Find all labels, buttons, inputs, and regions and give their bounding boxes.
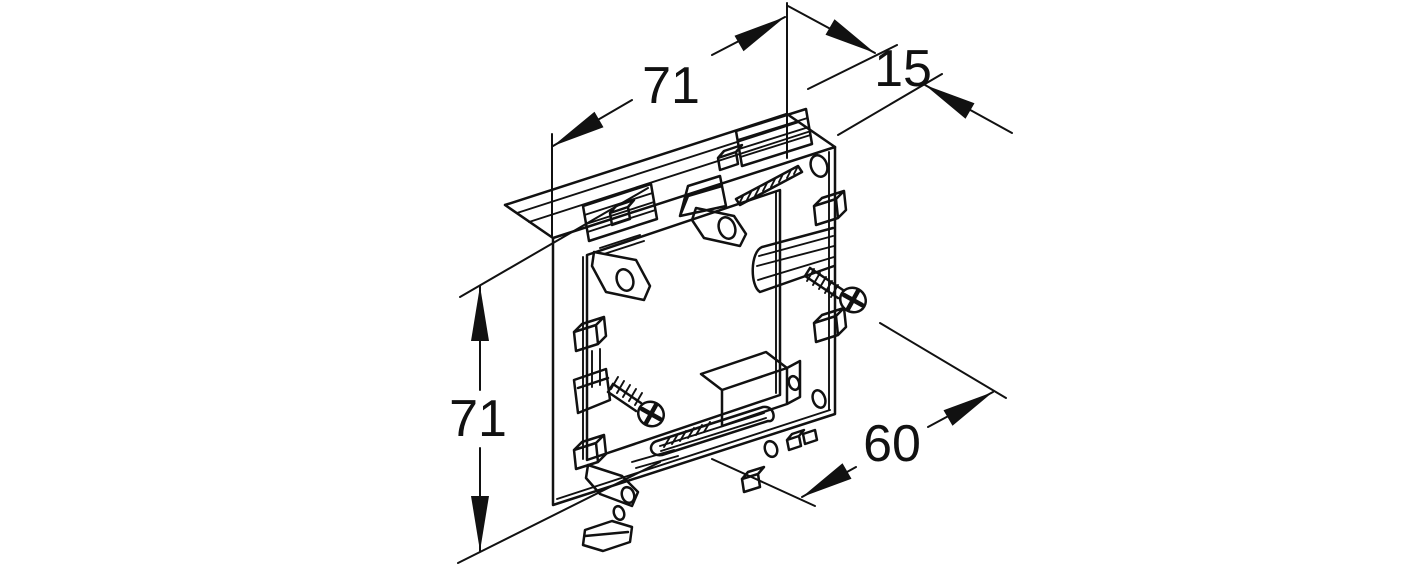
box-opening-outline [585, 188, 782, 462]
left-clip-lower [572, 433, 608, 471]
extension-line-spacing-lower [711, 458, 816, 507]
bottom-flange-slots [631, 449, 679, 469]
dimension-label-height-left: 71 [449, 390, 507, 448]
top-rail-mid-lines [516, 121, 812, 223]
bottom-right-tab-2 [801, 428, 819, 446]
screw-boss-right-ribs [756, 235, 835, 281]
dim-arrow-spacing-upper [943, 392, 993, 426]
dimension-height-left: 71 [449, 187, 661, 564]
dimension-width-top: 71 [551, 2, 788, 237]
left-clip-arm [591, 348, 601, 388]
extension-line-height-top [459, 187, 649, 298]
screw-left-thread [610, 376, 643, 406]
interior-block-faces [699, 350, 802, 428]
claw-arm-right-hole [717, 216, 737, 240]
top-flange-notch [678, 174, 728, 218]
interior-block-hole [787, 374, 801, 392]
screw-boss-bottom-hole [763, 439, 779, 459]
top-claw-left-ribs [583, 192, 657, 233]
top-flange-slots [599, 234, 645, 255]
dim-arrow-height-bottom [471, 496, 489, 551]
extension-line-spacing-upper [879, 322, 1007, 399]
screw-right [803, 266, 868, 314]
dimension-screw-spacing: 60 [711, 322, 1007, 507]
top-screw-channel-outline [734, 164, 804, 207]
dim-arrow-depth-left [825, 19, 875, 53]
screw-left [606, 376, 666, 428]
corner-hole-top-right [809, 154, 829, 178]
dim-arrow-width-left [553, 111, 604, 146]
top-claw-left-outline [581, 182, 659, 243]
screw-boss-right [751, 226, 836, 294]
screw-right-shaft [803, 266, 845, 300]
screw-right-thread [806, 268, 839, 298]
top-claw-right-tab [716, 143, 744, 172]
interior-block [699, 350, 802, 428]
top-claw-right-ribs [736, 117, 812, 158]
dim-arrow-spacing-lower [802, 463, 852, 497]
extension-line-height-bottom [457, 461, 661, 564]
box-outer-outline [551, 145, 837, 507]
dimension-label-width-top: 71 [642, 57, 700, 115]
corner-hole-bottom-left-1 [620, 485, 636, 505]
bottom-mid-tab [740, 465, 766, 494]
corner-hole-bottom-right [811, 389, 827, 409]
left-clip-upper [572, 315, 608, 353]
right-clip-upper [812, 189, 848, 227]
screw-left-shaft [606, 382, 643, 413]
bottom-left-foot [581, 519, 634, 553]
device-box-drawing [503, 107, 868, 553]
top-claw-left-tab [608, 198, 636, 227]
right-clip-lower [812, 306, 848, 344]
bottom-left-bracket [584, 463, 640, 508]
dim-arrow-height-top [471, 286, 489, 341]
bottom-right-tab-1 [785, 428, 806, 452]
screw-right-phillips-cross-icon [841, 288, 865, 312]
screw-left-phillips-cross-icon [639, 402, 663, 426]
dimension-label-depth: 15 [874, 40, 932, 98]
extension-line-depth-back [807, 44, 898, 90]
left-flange-notch [572, 367, 612, 415]
claw-arm-top-left [590, 250, 652, 302]
corner-hole-bottom-left-2 [612, 504, 626, 522]
dim-arrow-width-right [734, 17, 785, 52]
dim-arrow-depth-right [925, 85, 975, 119]
dimension-label-screw-spacing: 60 [863, 415, 921, 473]
dimension-depth: 15 [787, 5, 1013, 136]
claw-arm-top-right [690, 206, 748, 248]
top-claw-right-outline [734, 107, 814, 168]
top-screw-channel-threads [738, 165, 799, 205]
box-bottom-edge-thickness [556, 409, 831, 500]
screw-boss-bottom-hatch [663, 421, 711, 448]
claw-arm-left-hole [615, 268, 635, 292]
